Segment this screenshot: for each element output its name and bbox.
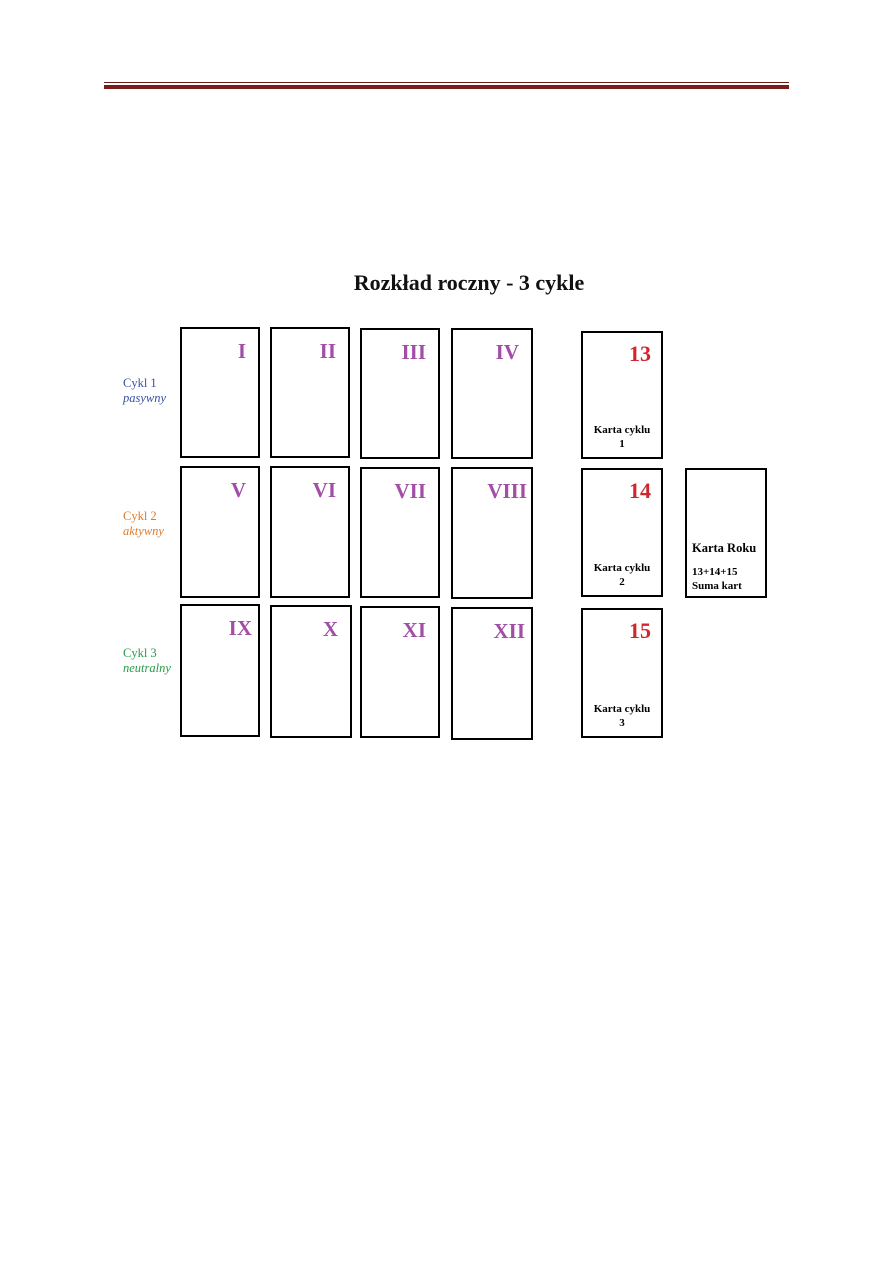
cycle-card-13: 13 Karta cyklu 1 <box>581 331 663 459</box>
year-card: Karta Roku 13+14+15 Suma kart <box>685 468 767 598</box>
cycle-card-caption-line2: 2 <box>619 576 625 588</box>
month-numeral: I <box>237 339 246 363</box>
year-card-subtitle: Suma kart <box>692 580 742 592</box>
cycle-card-caption: Karta cyklu 3 <box>583 702 661 730</box>
cycle-label-1: Cykl 1 pasywny <box>123 376 166 406</box>
cycle-card-14: 14 Karta cyklu 2 <box>581 468 663 597</box>
cycle-card-caption-line1: Karta cyklu <box>593 562 651 574</box>
cycle-card-caption-line1: Karta cyklu <box>593 703 651 715</box>
month-numeral: VII <box>394 479 426 503</box>
cycle-card-caption-line2: 1 <box>619 438 625 450</box>
diagram-title: Rozkład roczny - 3 cykle <box>353 270 585 295</box>
cycle-name: Cykl 2 <box>123 509 157 523</box>
cycle-card-caption-line1: Karta cyklu <box>593 424 651 436</box>
month-card-4: IV <box>451 328 533 459</box>
cycle-name: Cykl 3 <box>123 646 157 660</box>
cycle-type: aktywny <box>123 524 164 538</box>
cycle-name: Cykl 1 <box>123 376 157 390</box>
month-numeral: IX <box>228 616 252 640</box>
month-numeral: V <box>230 478 246 502</box>
cycle-card-number: 13 <box>629 341 651 366</box>
header-rule <box>104 82 789 89</box>
month-numeral: III <box>401 340 426 364</box>
month-card-1: I <box>180 327 260 458</box>
header-rule-thin <box>104 82 789 83</box>
cycle-label-2: Cykl 2 aktywny <box>123 509 164 539</box>
month-card-10: X <box>270 605 352 738</box>
year-card-title: Karta Roku <box>692 541 757 555</box>
header-rule-thick <box>104 85 789 89</box>
cycle-card-caption-line2: 3 <box>619 717 625 729</box>
month-numeral: IV <box>495 340 519 364</box>
cycle-type: neutralny <box>123 661 171 675</box>
cycle-card-number: 15 <box>629 618 651 643</box>
month-card-3: III <box>360 328 440 459</box>
month-card-5: V <box>180 466 260 598</box>
month-card-11: XI <box>360 606 440 738</box>
cycle-card-caption: Karta cyklu 1 <box>583 423 661 451</box>
month-numeral: XI <box>402 618 426 642</box>
month-card-7: VII <box>360 467 440 598</box>
cycle-card-15: 15 Karta cyklu 3 <box>581 608 663 738</box>
month-card-2: II <box>270 327 350 458</box>
year-card-formula: 13+14+15 <box>692 566 738 578</box>
month-card-6: VI <box>270 466 350 598</box>
month-numeral: VI <box>312 478 336 502</box>
month-numeral: X <box>322 617 338 641</box>
month-card-8: VIII <box>451 467 533 599</box>
month-card-12: XII <box>451 607 533 740</box>
month-numeral: II <box>319 339 336 363</box>
month-numeral: VIII <box>487 479 527 503</box>
year-card-text: 13+14+15 Suma kart <box>692 565 742 593</box>
cycle-card-number: 14 <box>629 478 651 503</box>
cycle-label-3: Cykl 3 neutralny <box>123 646 171 676</box>
cycle-card-caption: Karta cyklu 2 <box>583 561 661 589</box>
month-numeral: XII <box>493 619 525 643</box>
month-card-9: IX <box>180 604 260 737</box>
cycle-type: pasywny <box>123 391 167 405</box>
